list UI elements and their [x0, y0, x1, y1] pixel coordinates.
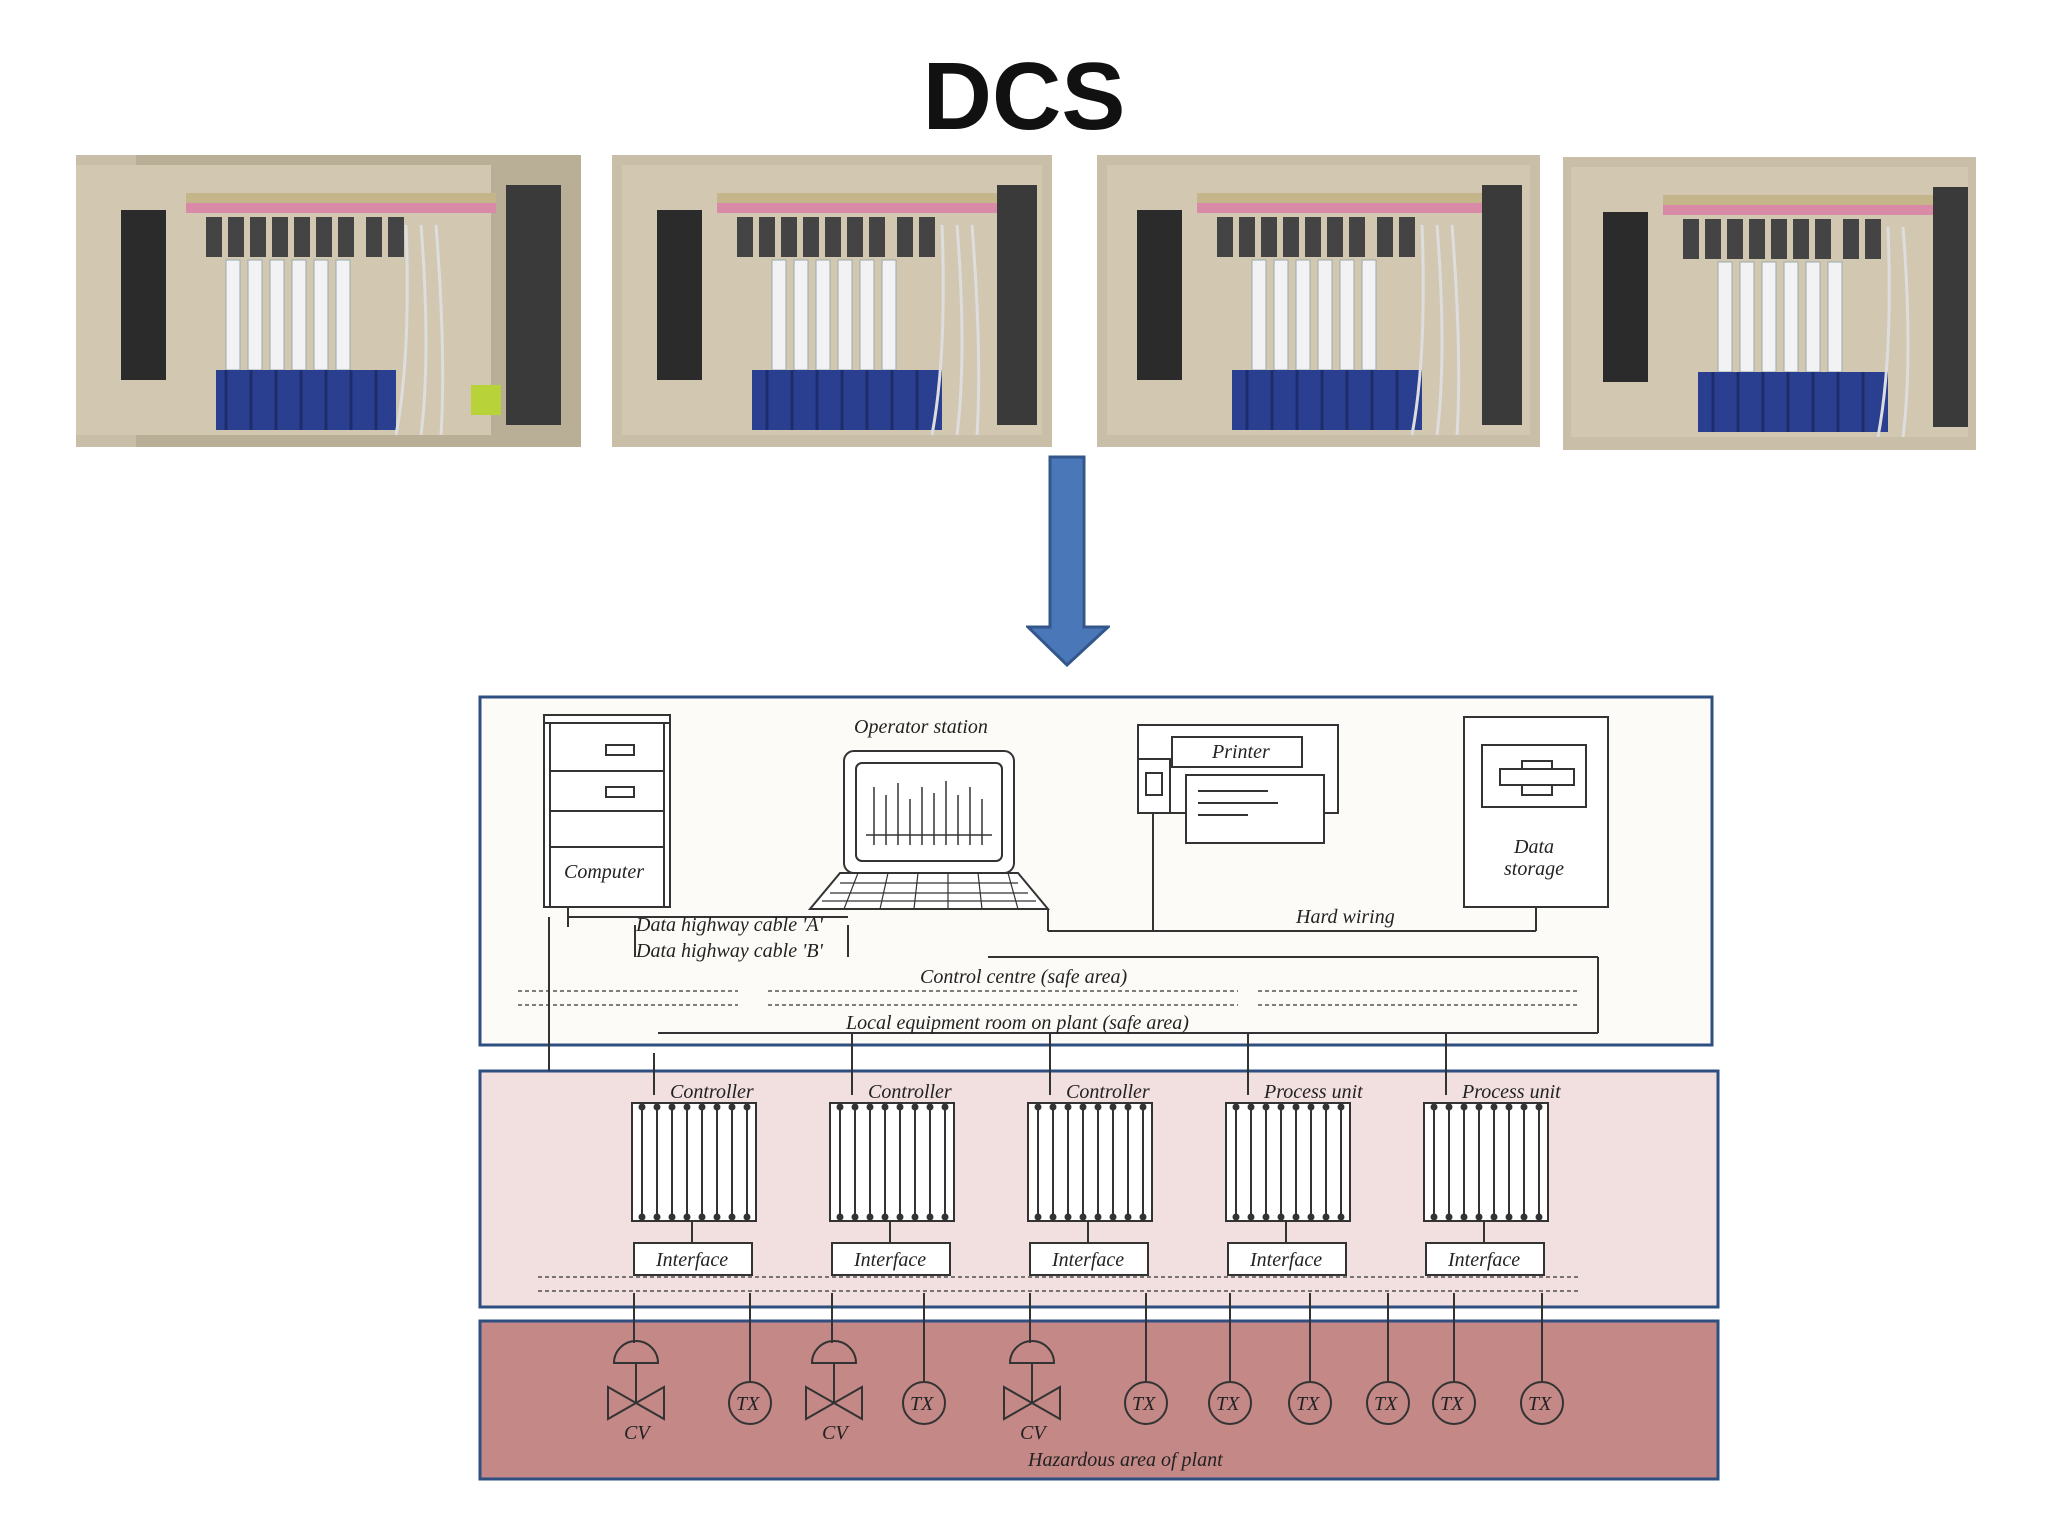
- tx-label: TX: [1374, 1393, 1398, 1415]
- data-storage-label-2: storage: [1504, 858, 1564, 880]
- unit-label: Process unit: [1263, 1081, 1363, 1103]
- control-centre-label: Control centre (safe area): [920, 966, 1128, 988]
- tx-label: TX: [1132, 1393, 1156, 1415]
- data-storage-label-1: Data: [1513, 836, 1554, 858]
- page-title: DCS: [922, 43, 1126, 150]
- unit-rack: Process unit: [1423, 1081, 1561, 1243]
- tx-label: TX: [1440, 1393, 1464, 1415]
- unit-label: Controller: [1066, 1081, 1150, 1103]
- rack-photo-graphic: [1097, 155, 1540, 447]
- interface-label: Interface: [655, 1249, 728, 1271]
- data-storage-icon: [1463, 716, 1609, 908]
- dcs-rack-photo: [612, 155, 1052, 447]
- unit-rack: Process unit: [1225, 1081, 1363, 1243]
- rack-photo-graphic: [612, 155, 1052, 447]
- printer-icon: [1137, 724, 1339, 844]
- field-devices: CV CV CV TX TX TX TX TX TX TX TX: [607, 1293, 1564, 1444]
- dcs-rack-photo: [76, 155, 581, 447]
- interface-label: Interface: [1447, 1249, 1520, 1271]
- hazardous-area-label: Hazardous area of plant: [1027, 1449, 1223, 1471]
- local-room-label: Local equipment room on plant (safe area…: [845, 1012, 1189, 1034]
- unit-rack: Controller: [829, 1081, 955, 1243]
- control-valve-icon: CV: [805, 1293, 863, 1444]
- transmitter-icon: TX: [728, 1293, 772, 1425]
- cv-label: CV: [624, 1422, 652, 1444]
- control-valve-icon: CV: [1003, 1293, 1061, 1444]
- unit-rack: Controller: [1027, 1081, 1153, 1243]
- operator-station-icon: [807, 750, 1051, 910]
- rack-photo-graphic: [76, 155, 581, 447]
- hazardous-zone: [478, 1319, 1720, 1481]
- transmitter-icon: TX: [1366, 1293, 1410, 1425]
- interface-box: Interface: [1425, 1242, 1545, 1276]
- unit-label: Controller: [868, 1081, 952, 1103]
- interface-label: Interface: [1249, 1249, 1322, 1271]
- cable-b-label: Data highway cable 'B': [635, 940, 824, 962]
- cv-label: CV: [822, 1422, 850, 1444]
- tx-label: TX: [1216, 1393, 1240, 1415]
- tx-label: TX: [1528, 1393, 1552, 1415]
- cable-a-label: Data highway cable 'A': [635, 914, 824, 936]
- down-arrow-icon: [1024, 455, 1112, 672]
- transmitter-icon: TX: [1432, 1293, 1476, 1425]
- dcs-rack-photo: [1563, 157, 1976, 450]
- unit-label: Controller: [670, 1081, 754, 1103]
- interface-box: Interface: [1227, 1242, 1347, 1276]
- printer-label: Printer: [1211, 741, 1270, 763]
- interface-label: Interface: [853, 1249, 926, 1271]
- computer-icon: [543, 714, 671, 908]
- unit-rack: Controller: [631, 1081, 757, 1243]
- computer-label: Computer: [564, 861, 644, 883]
- dcs-rack-photo: [1097, 155, 1540, 447]
- transmitter-icon: TX: [902, 1293, 946, 1425]
- interface-box: Interface: [831, 1242, 951, 1276]
- transmitter-icon: TX: [1288, 1293, 1332, 1425]
- tx-label: TX: [910, 1393, 934, 1415]
- rack-photo-graphic: [1563, 157, 1976, 450]
- unit-label: Process unit: [1461, 1081, 1561, 1103]
- transmitter-icon: TX: [1208, 1293, 1252, 1425]
- operator-station-label: Operator station: [854, 716, 988, 738]
- hard-wiring-label: Hard wiring: [1295, 906, 1395, 928]
- control-valve-icon: CV: [607, 1293, 665, 1444]
- interface-label: Interface: [1051, 1249, 1124, 1271]
- transmitter-icon: TX: [1520, 1293, 1564, 1425]
- interface-box: Interface: [1029, 1242, 1149, 1276]
- interface-box: Interface: [633, 1242, 753, 1276]
- transmitter-icon: TX: [1124, 1293, 1168, 1425]
- tx-label: TX: [736, 1393, 760, 1415]
- cv-label: CV: [1020, 1422, 1048, 1444]
- tx-label: TX: [1296, 1393, 1320, 1415]
